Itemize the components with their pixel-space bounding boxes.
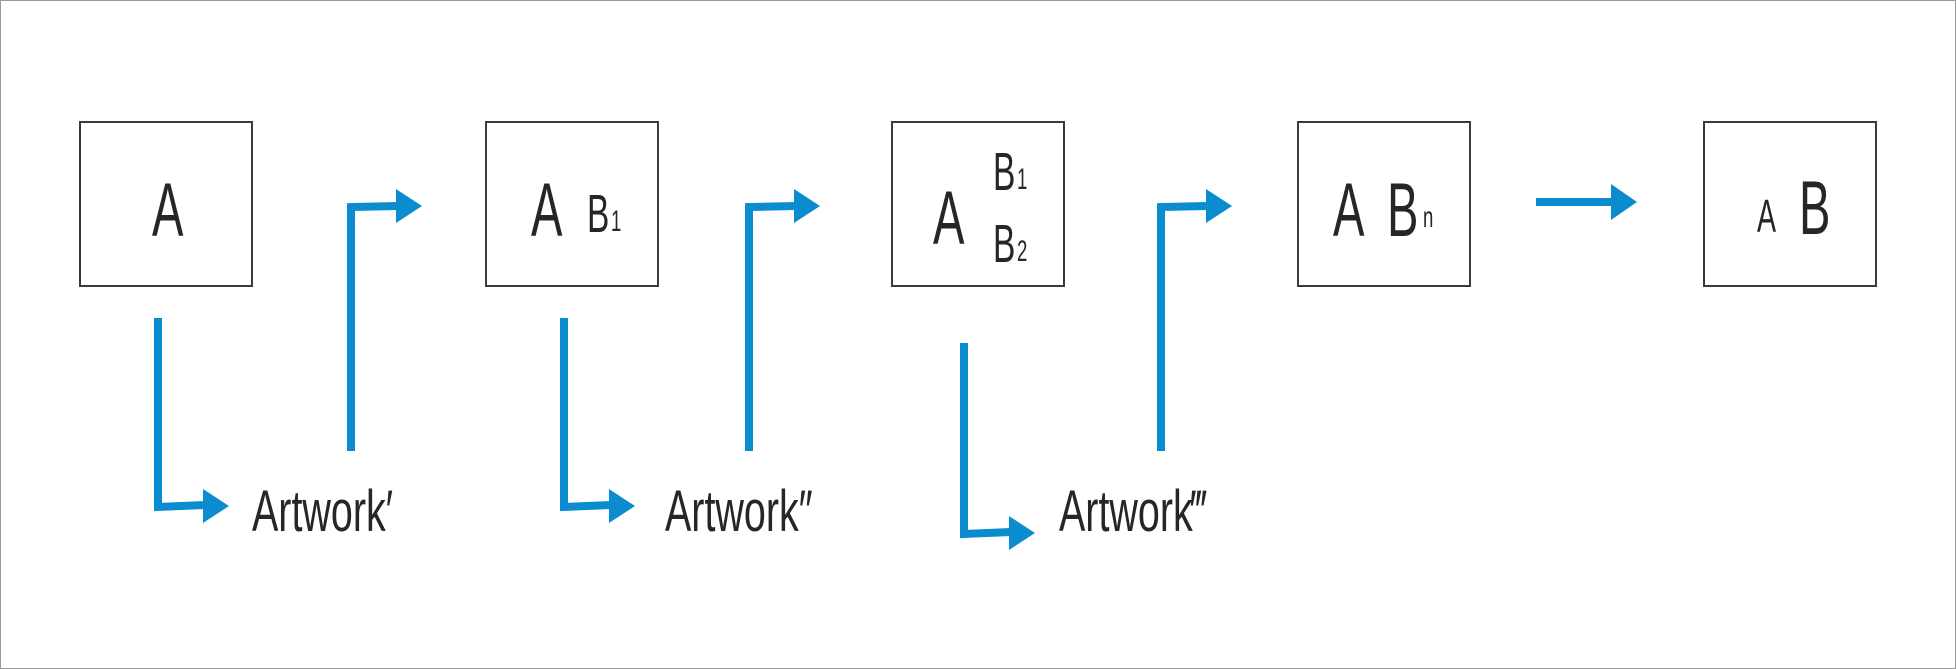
artwork-label-1: Artwork′	[252, 479, 394, 544]
stage-2-b: B	[587, 184, 610, 244]
arrow-box1-to-artwork1	[154, 318, 206, 512]
arrow-head-artwork1	[203, 489, 229, 523]
arrow-artwork3-to-box4	[1157, 202, 1209, 451]
artwork-label-3: Artwork‴	[1059, 479, 1207, 544]
arrow-box3-to-artwork3	[960, 343, 1012, 539]
arrow-head-box3	[794, 189, 820, 223]
stage-3-a: A	[933, 176, 965, 261]
stage-box-5: A B	[1703, 121, 1877, 287]
stage-4-b-subscript: n	[1423, 201, 1434, 234]
stage-box-1: A	[79, 121, 253, 287]
arrow-head-artwork2	[609, 489, 635, 523]
stage-box-4: A B n	[1297, 121, 1471, 287]
stage-2-a: A	[531, 168, 563, 253]
stage-5-small-a: A	[1757, 190, 1777, 242]
stage-3-b-bottom-subscript: 2	[1017, 235, 1028, 268]
stage-5-big-b: B	[1799, 166, 1831, 251]
arrow-box2-to-artwork2	[560, 318, 612, 512]
arrow-head-box2	[396, 189, 422, 223]
stage-box-2: A B 1	[485, 121, 659, 287]
stage-4-a: A	[1333, 168, 1365, 253]
arrow-head-artwork3	[1009, 516, 1035, 550]
stage-4-b: B	[1387, 168, 1419, 253]
arrow-strokes	[154, 184, 1637, 550]
artwork-label-2: Artwork″	[665, 479, 813, 544]
stage-box-3: A B 1 B 2	[891, 121, 1065, 287]
stage-1-a: A	[152, 168, 184, 253]
arrow-head-box4	[1206, 189, 1232, 223]
stage-2-b-subscript: 1	[611, 205, 622, 238]
stage-3-b-bottom: B	[993, 214, 1016, 274]
arrow-artwork1-to-box2	[347, 202, 399, 451]
stage-3-b-top: B	[993, 142, 1016, 202]
arrow-head-box5	[1611, 184, 1637, 220]
arrow-artwork2-to-box3	[745, 202, 797, 451]
stage-3-b-top-subscript: 1	[1017, 163, 1028, 196]
